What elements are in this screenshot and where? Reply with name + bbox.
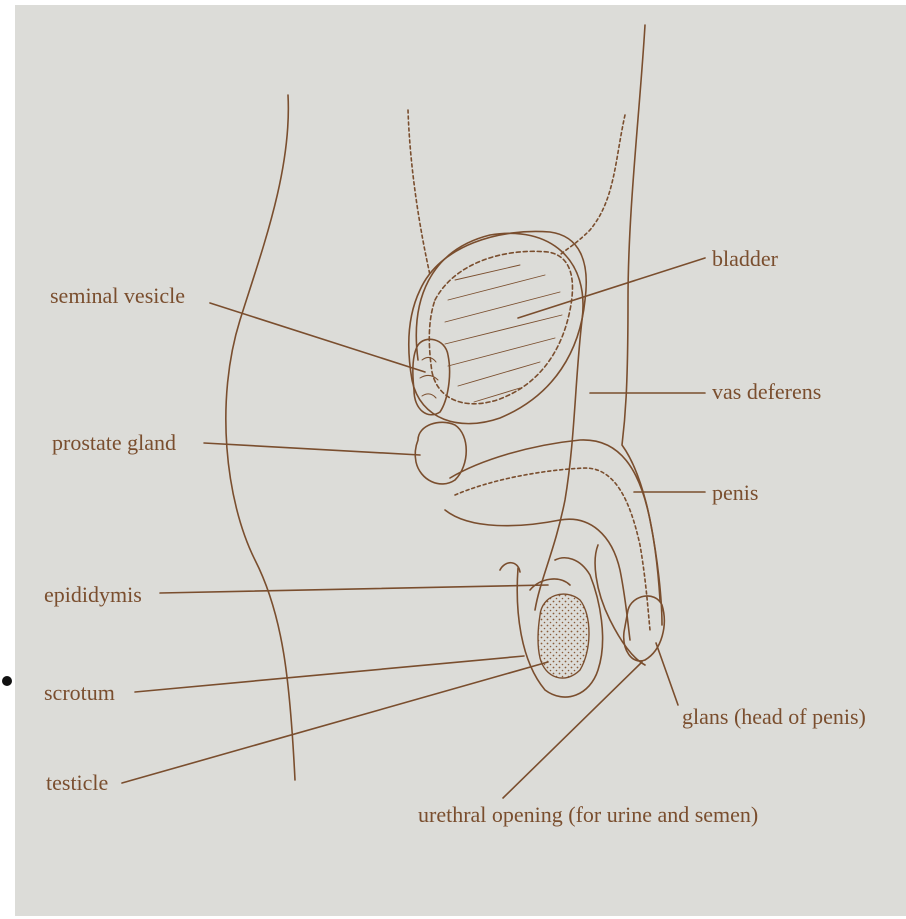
label-seminal-vesicle: seminal vesicle — [50, 283, 185, 308]
testicle-shape — [538, 594, 589, 678]
label-glans: glans (head of penis) — [682, 704, 866, 729]
label-prostate-gland: prostate gland — [52, 430, 176, 455]
label-urethral-opening: urethral opening (for urine and semen) — [418, 802, 758, 827]
label-vas-deferens: vas deferens — [712, 379, 821, 404]
label-penis: penis — [712, 480, 758, 505]
label-bladder: bladder — [712, 246, 779, 271]
label-scrotum: scrotum — [44, 680, 115, 705]
label-epididymis: epididymis — [44, 582, 142, 607]
label-testicle: testicle — [46, 770, 108, 795]
diagram-background — [15, 5, 906, 916]
bullet-dot — [2, 676, 12, 686]
